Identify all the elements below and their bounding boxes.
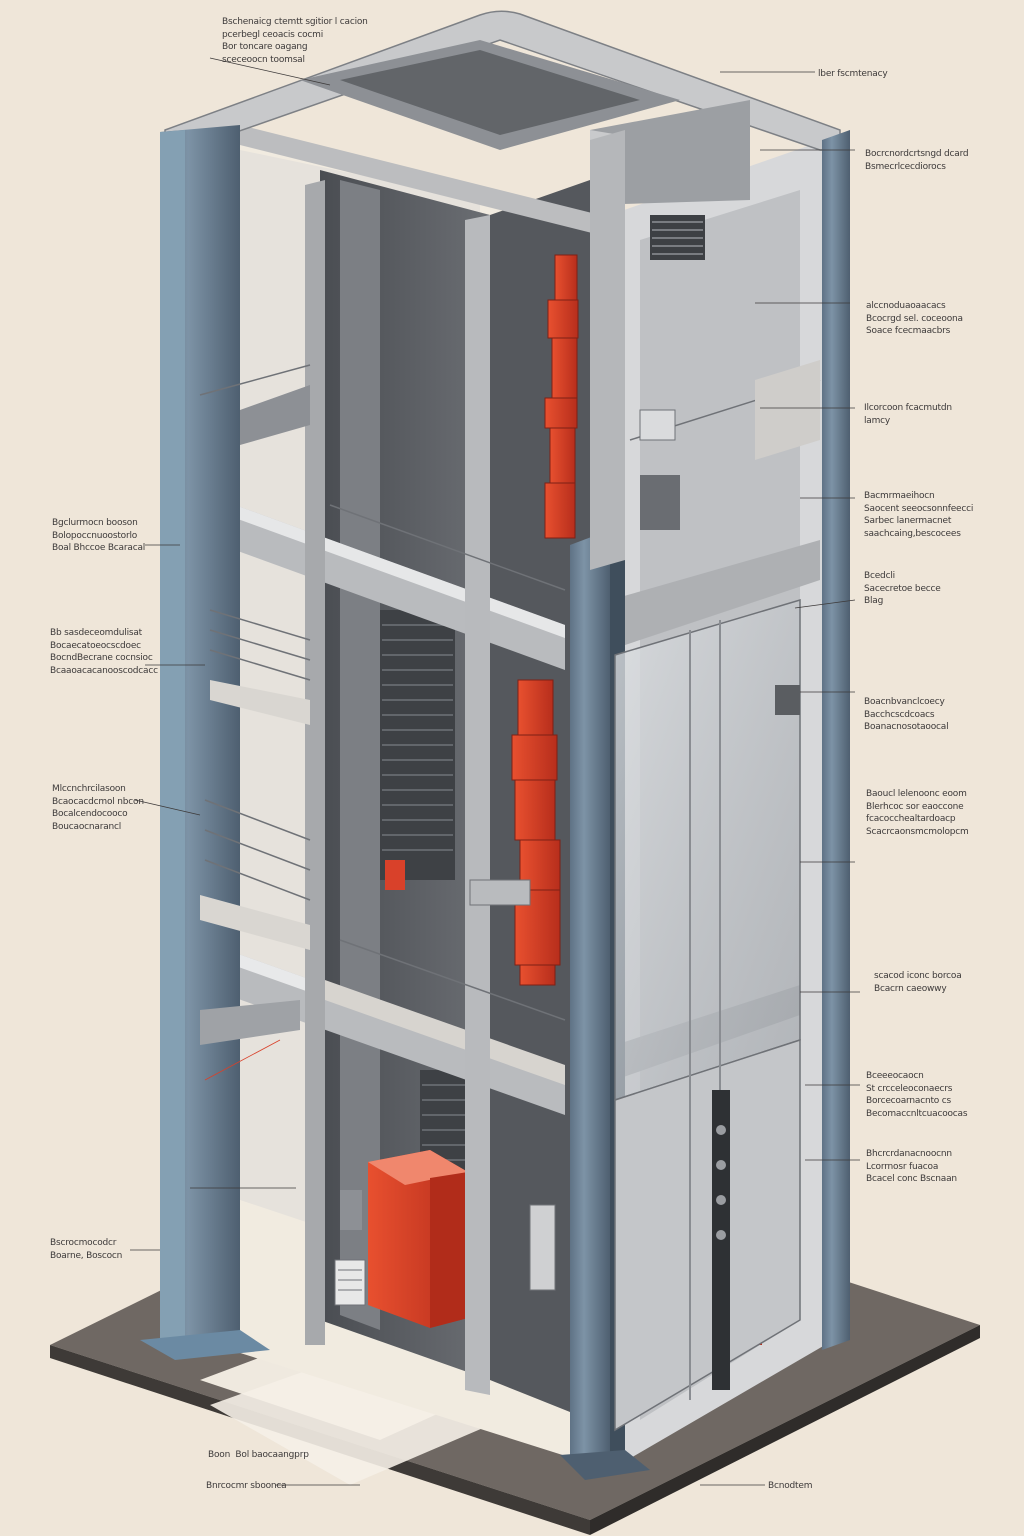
annotation-top-right: lber fscmtenacy: [818, 69, 888, 79]
glass-elevator-cab: [614, 598, 801, 1432]
railings: [199, 364, 821, 1021]
annotation-left-4: Bscrocmocodcr Boarne, Boscocn: [50, 1238, 123, 1261]
red-machine-block: [368, 1150, 468, 1328]
annotation-bottom-1: Boon Bol baocaangprp: [208, 1450, 309, 1460]
annotation-right-4: Bacmrmaeihocn Saocent seeocsonnfeecci Sa…: [864, 491, 974, 539]
annotation-left-3: Mlccnchrcilasoon Bcaocacdcmol nbcon Boca…: [52, 784, 144, 832]
annotation-right-3: Ilcorcoon fcacmutdn lamcy: [864, 403, 952, 426]
annotation-left-2: Bb sasdeceomdulisat Bocaecatoeocscdoec B…: [50, 628, 158, 676]
annotation-right-9: Bceeeocaocn St crcceleoconaecrs Borcecoa…: [866, 1071, 968, 1119]
annotation-right-1: Bocrcnordcrtsngd dcard Bsmecrlcecdiorocs: [865, 149, 969, 172]
annotation-right-5: Bcedcli Sacecretoe becce Blag: [864, 571, 941, 606]
leader-lines: [130, 57, 860, 1486]
wall-devices: [334, 409, 680, 1306]
annotation-right-7: Baoucl lelenoonc eoom Blerhcoc sor eaocc…: [866, 789, 969, 837]
column-footings: [140, 1330, 650, 1480]
annotation-bottom-right: Bcnodtem: [768, 1481, 813, 1491]
annotation-left-1: Bgclurmocn booson Bolopoccnuoostorlo Boa…: [52, 518, 146, 553]
annotation-right-2: alccnoduaoaacacs Bcocrgd sel. coceoona S…: [866, 301, 963, 336]
annotation-right-10: Bhcrcrdanacnoocnn Lcorrnosr fuacoa Bcace…: [866, 1149, 957, 1184]
annotation-top-left: Bschenaicg ctemtt sgitior l cacion pcerb…: [222, 17, 368, 65]
platforms: [200, 360, 820, 1045]
annotation-bottom-2: Bnrcocmr sboonca: [206, 1481, 287, 1491]
annotation-right-6: Boacnbvanclcoecy Bacchcscdcoacs Boanacno…: [864, 697, 949, 732]
annotation-right-8: scacod iconc borcoa Bcacrn caeowwy: [874, 971, 962, 994]
